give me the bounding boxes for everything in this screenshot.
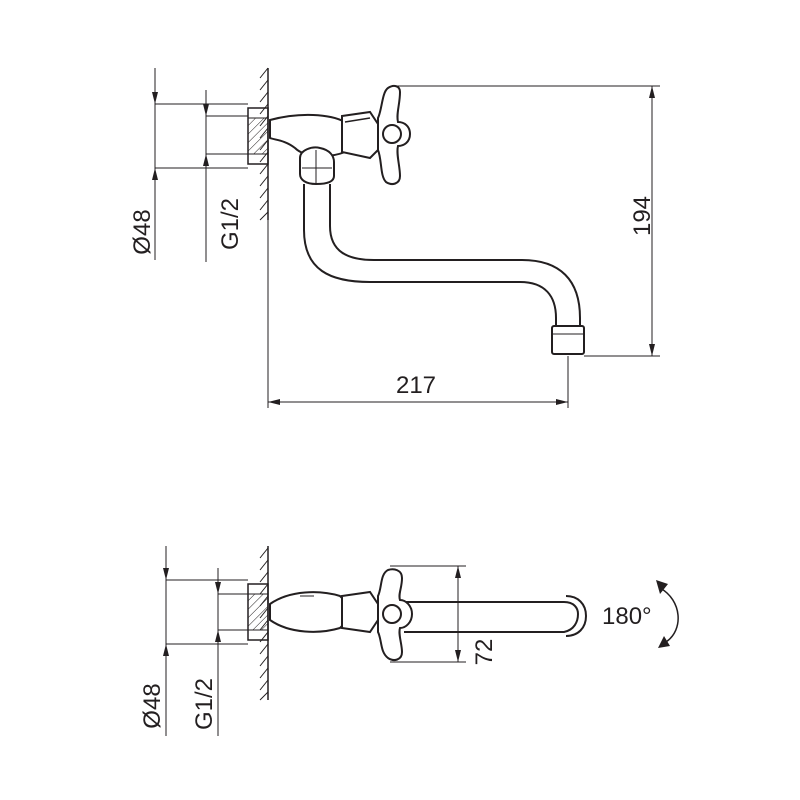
cross-handle-front xyxy=(377,84,412,185)
front-view: Ø48 G1/2 194 217 xyxy=(129,67,660,408)
dimension-handle-width: 72 xyxy=(390,565,498,666)
dimension-diameter-top: Ø48 xyxy=(139,546,248,736)
spout-top xyxy=(404,595,588,637)
flange-front xyxy=(247,107,269,165)
rotation-indicator: 180° xyxy=(602,580,679,648)
projection-label: 217 xyxy=(396,372,436,399)
dimension-diameter-front: Ø48 xyxy=(129,68,248,260)
diameter-label-top: Ø48 xyxy=(139,683,166,728)
swivel-nut-front xyxy=(299,146,335,186)
handle-width-label: 72 xyxy=(471,639,498,666)
spout-front xyxy=(303,184,581,330)
rotation-arrow-bottom-icon xyxy=(658,636,670,648)
rotation-arrow-top-icon xyxy=(656,580,668,594)
thread-label-top: G1/2 xyxy=(191,678,218,730)
rotation-label: 180° xyxy=(602,603,652,630)
flange-top xyxy=(247,583,269,641)
dimension-height: 194 xyxy=(392,85,660,357)
thread-label-front: G1/2 xyxy=(217,198,244,250)
diameter-label-front: Ø48 xyxy=(129,209,156,254)
top-view: Ø48 G1/2 72 180° xyxy=(139,546,679,736)
cross-handle-top xyxy=(377,568,414,661)
dimension-projection: 217 xyxy=(267,220,569,408)
valve-body-top xyxy=(269,590,379,634)
height-label: 194 xyxy=(629,196,656,236)
aerator-front xyxy=(551,325,585,355)
dimension-thread-front: G1/2 xyxy=(203,90,248,262)
dimension-thread-top: G1/2 xyxy=(191,568,248,736)
